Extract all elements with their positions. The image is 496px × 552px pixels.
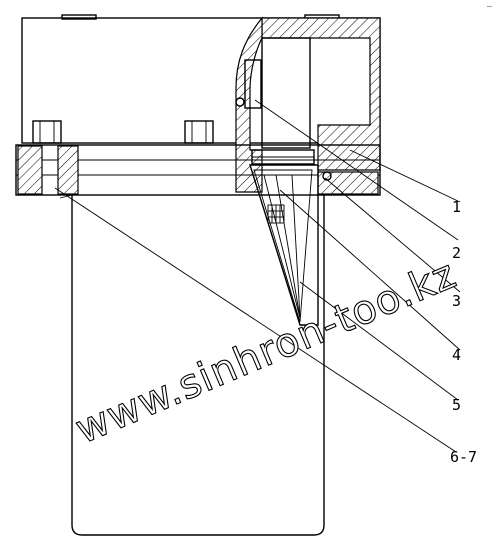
mesh-grid [267,204,285,224]
filter-bowl [59,194,325,536]
corner-mark: ~ [486,2,493,11]
watermark: www.sinhron-too.kz [69,251,463,453]
callout-2: 2 [452,244,461,262]
callout-4: 4 [452,346,461,364]
leader-4 [279,189,461,351]
leader-5 [299,281,459,401]
leader-6-7 [54,187,457,453]
head-cross-section [235,16,381,193]
callout-6-7: 6-7 [450,448,477,466]
callout-5: 5 [452,396,461,414]
leader-lines [54,99,461,453]
flange-plate [15,144,381,196]
leader-1 [349,149,461,203]
callout-labels: 1 2 3 4 5 6-7 [450,198,477,466]
filter-element [249,164,319,326]
leader-2 [254,99,459,241]
callout-3: 3 [452,292,461,310]
callout-1: 1 [452,198,461,216]
leader-3 [324,177,461,293]
